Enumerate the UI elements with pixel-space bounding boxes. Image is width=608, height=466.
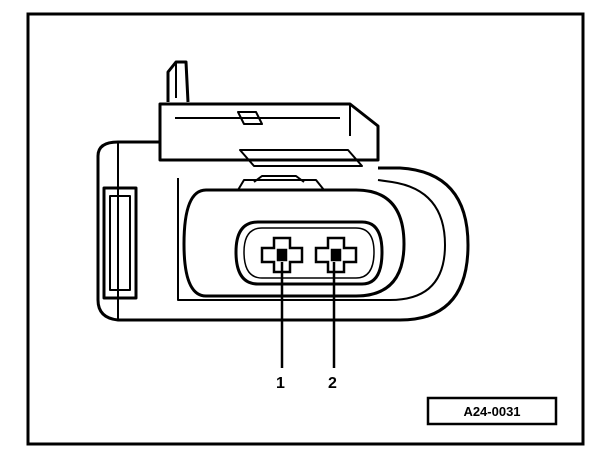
terminal-1 — [260, 236, 304, 274]
callout-label-2: 2 — [328, 375, 337, 392]
reference-code-box — [426, 396, 558, 426]
terminal-2 — [314, 236, 358, 274]
figure-frame — [26, 12, 585, 446]
callout-label-1: 1 — [276, 375, 285, 392]
connector-housing — [96, 60, 470, 322]
reference-code: A24-0031 — [463, 404, 520, 419]
